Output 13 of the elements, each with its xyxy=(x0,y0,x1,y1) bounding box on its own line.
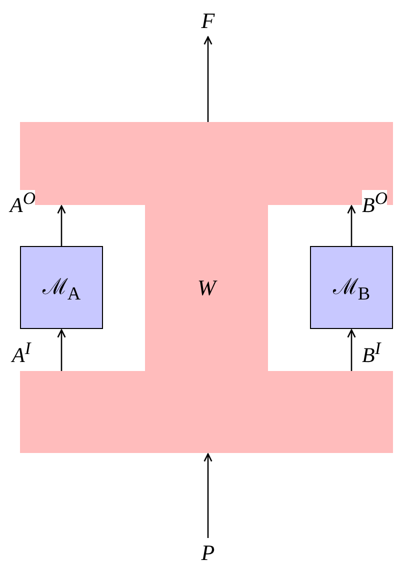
module-label: ℳ$_{B}$ xyxy=(332,273,370,305)
arrow xyxy=(204,36,212,122)
arrow xyxy=(57,329,66,371)
arrow xyxy=(347,329,356,371)
module-label: ℳ$_{A}$ xyxy=(42,273,81,305)
arrow xyxy=(204,453,212,538)
force-label: F xyxy=(201,8,215,34)
input-label: P xyxy=(201,540,215,566)
module-box xyxy=(20,246,103,329)
block-label: W xyxy=(197,274,216,300)
arrow xyxy=(347,205,356,246)
module-box xyxy=(310,246,393,329)
arrow xyxy=(57,205,66,246)
